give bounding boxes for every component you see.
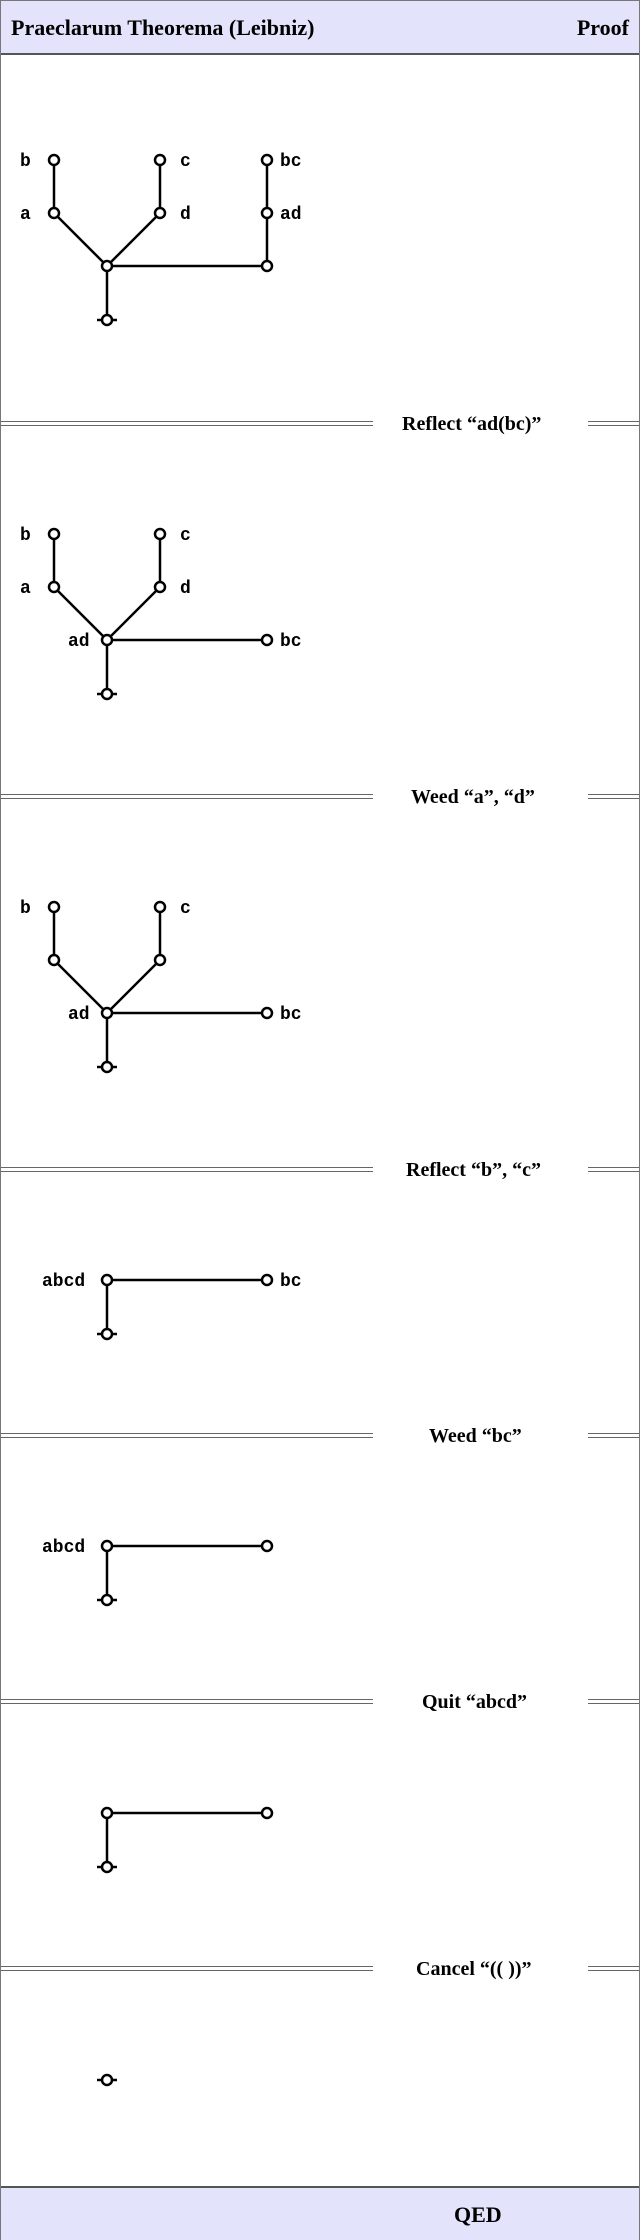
step-separator-1: Reflect “ad(bc)” (1, 413, 639, 435)
node-label: bc (280, 1005, 302, 1025)
node-label: ad (68, 1005, 90, 1025)
node-label: abcd (42, 1538, 85, 1558)
node-label: d (180, 205, 191, 225)
logical-graph-2: b c a d ad bc (20, 526, 302, 701)
step-separator-2: Weed “a”, “d” (1, 786, 639, 808)
step-label: Weed “bc” (429, 1425, 522, 1447)
logical-graph-7 (97, 2073, 117, 2087)
step-label: Reflect “b”, “c” (406, 1159, 541, 1181)
step-label: Cancel “(( ))” (416, 1958, 532, 1980)
node-label: ad (280, 205, 302, 225)
node-label: bc (280, 1272, 302, 1292)
footer-bar: QED (1, 2186, 639, 2240)
logical-graph-6 (97, 1806, 274, 1874)
page-title: Praeclarum Theorema (Leibniz) (11, 15, 315, 40)
node-label: bc (280, 632, 302, 652)
node-label: c (180, 152, 191, 172)
logical-graph-3: b c ad bc (20, 899, 302, 1074)
step-separator-3: Reflect “b”, “c” (1, 1159, 639, 1181)
step-separator-4: Weed “bc” (1, 1425, 639, 1447)
node-label: c (180, 526, 191, 546)
logical-graph-1: b c bc a d ad (20, 152, 302, 327)
node-label: d (180, 579, 191, 599)
node-label: b (20, 899, 31, 919)
qed-label: QED (454, 2202, 502, 2227)
step-separator-6: Cancel “(( ))” (1, 1958, 639, 1980)
node-label: a (20, 205, 31, 225)
node-label: b (20, 152, 31, 172)
step-label: Reflect “ad(bc)” (402, 413, 542, 435)
node-label: bc (280, 152, 302, 172)
node-label: ad (68, 632, 90, 652)
proof-label: Proof (576, 15, 629, 40)
header-bar: Praeclarum Theorema (Leibniz) Proof (1, 1, 639, 55)
node-label: b (20, 526, 31, 546)
node-label: abcd (42, 1272, 85, 1292)
logical-graph-4: abcd bc (42, 1272, 302, 1341)
logical-graph-5: abcd (42, 1538, 274, 1607)
node-label: a (20, 579, 31, 599)
step-separator-5: Quit “abcd” (1, 1691, 639, 1713)
node-label: c (180, 899, 191, 919)
step-label: Quit “abcd” (422, 1691, 528, 1713)
step-label: Weed “a”, “d” (411, 786, 535, 808)
